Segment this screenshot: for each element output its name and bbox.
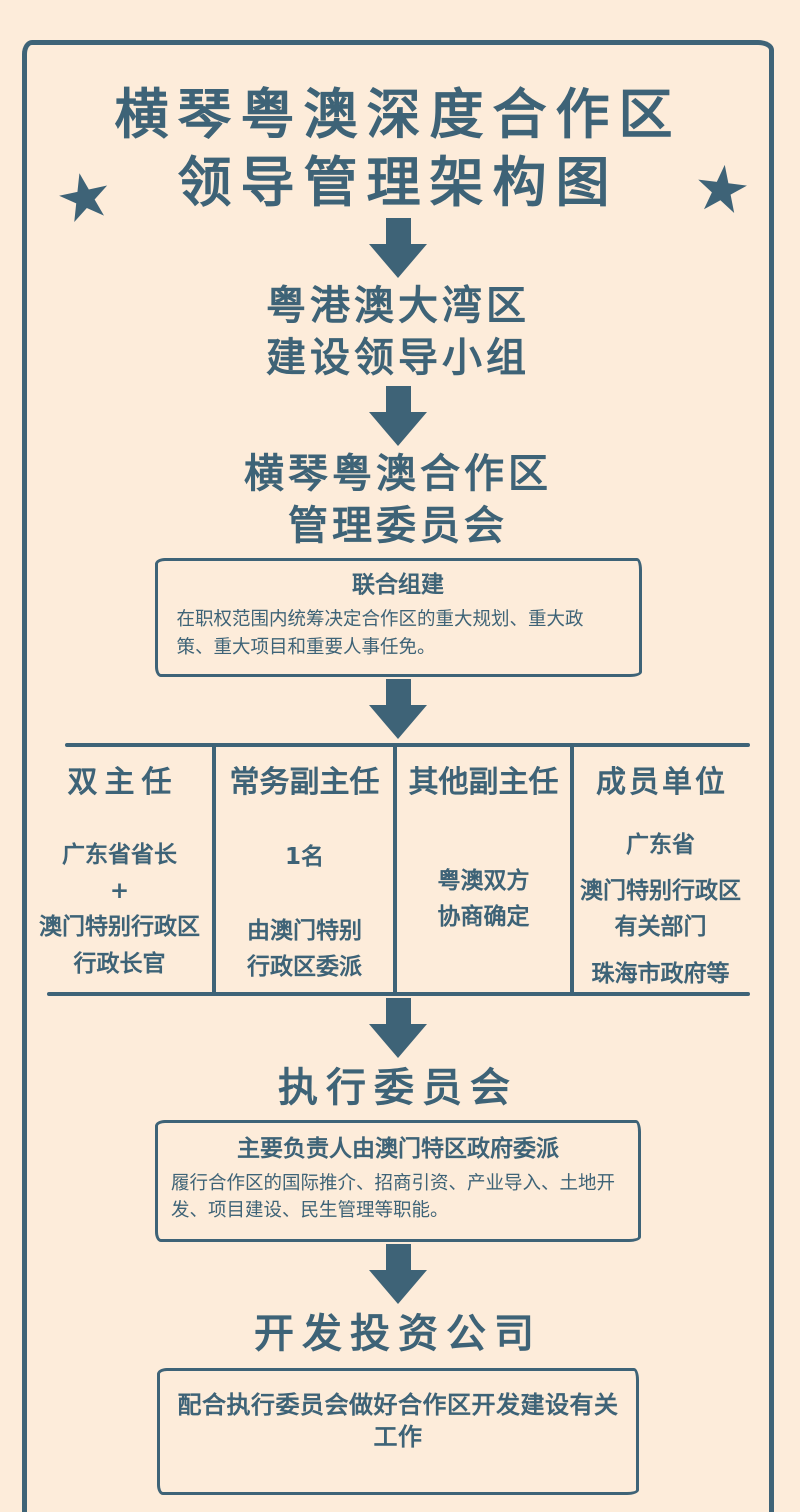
committee-composition-table: 双主任 广东省省长 + 澳门特别行政区 行政长官 常务副主任 1名 由澳门特别 …: [27, 742, 750, 996]
mgmt-committee-line1: 横琴粤澳合作区: [244, 451, 552, 497]
node-executive-committee: 执行委员会: [278, 1064, 518, 1111]
table-cell: 珠海市政府等: [591, 960, 730, 987]
arrow-head: [369, 1023, 427, 1058]
flowchart: 横琴粤澳深度合作区 领导管理架构图 粤港澳大湾区 建设领导小组 横琴粤澳合作区 …: [27, 45, 769, 1498]
arrow-head: [369, 1270, 427, 1305]
arrow-stem: [385, 997, 411, 1024]
column-body: 粤澳双方 协商确定: [397, 863, 570, 936]
table-cell: 由澳门特别: [247, 917, 362, 944]
down-arrow-icon: [369, 218, 427, 278]
arrow-stem: [385, 386, 411, 412]
page-title-line2: 领导管理架构图: [177, 150, 619, 214]
table-column-member-units: 成员单位 广东省 澳门特别行政区 有关部门 珠海市政府等: [570, 742, 747, 996]
gba-group-line2: 建设领导小组: [266, 335, 530, 381]
table-cell: 广东省省长: [62, 841, 177, 868]
down-arrow-icon: [369, 1244, 427, 1305]
joint-formation-box: 联合组建 在职权范围内统筹决定合作区的重大规划、重大政策、重大项目和重要人事任免…: [154, 558, 642, 677]
development-company-title: 配合执行委员会做好合作区开发建设有关工作: [177, 1391, 619, 1452]
table-cell: 有关部门: [614, 914, 707, 941]
table-column-other-deputy-directors: 其他副主任 粤澳双方 协商确定: [393, 742, 570, 996]
column-header: 其他副主任: [408, 764, 559, 800]
table-cell: 行政区委派: [247, 954, 362, 981]
table-cell: 广东省: [626, 831, 695, 858]
joint-formation-body: 在职权范围内统筹决定合作区的重大规划、重大政策、重大项目和重要人事任免。: [176, 609, 584, 658]
down-arrow-icon: [369, 386, 427, 446]
table-cell: 澳门特别行政区: [39, 914, 200, 941]
column-body: 广东省 澳门特别行政区 有关部门 珠海市政府等: [574, 827, 747, 992]
column-header: 常务副主任: [229, 764, 380, 800]
column-body: 广东省省长 + 澳门特别行政区 行政长官: [27, 837, 212, 982]
table-cell: 1名: [284, 843, 324, 870]
arrow-stem: [385, 1244, 411, 1271]
arrow-head: [369, 412, 427, 446]
column-header: 双主任: [67, 764, 179, 800]
development-company-box: 配合执行委员会做好合作区开发建设有关工作: [157, 1368, 639, 1495]
down-arrow-icon: [369, 678, 427, 739]
table-column-executive-deputy-director: 常务副主任 1名 由澳门特别 行政区委派: [212, 742, 393, 996]
column-header: 成员单位: [596, 764, 728, 800]
page-title-line1: 横琴粤澳深度合作区: [114, 83, 682, 146]
arrow-stem: [385, 218, 411, 244]
table-cell: 澳门特别行政区: [580, 877, 741, 904]
table-cell: 粤澳双方: [437, 867, 530, 894]
table-cell: +: [109, 877, 130, 904]
table-cell: 协商确定: [437, 903, 530, 930]
executive-committee-title: 主要负责人由澳门特区政府委派: [237, 1135, 559, 1162]
table-column-dual-directors: 双主任 广东省省长 + 澳门特别行政区 行政长官: [27, 743, 212, 996]
arrow-stem: [385, 678, 411, 705]
executive-committee-box: 主要负责人由澳门特区政府委派 履行合作区的国际推介、招商引资、产业导入、土地开发…: [155, 1119, 641, 1243]
table-cell: 行政长官: [73, 950, 166, 977]
executive-committee-body: 履行合作区的国际推介、招商引资、产业导入、土地开发、项目建设、民生管理等职能。: [171, 1172, 616, 1222]
node-gba-leading-group: 粤港澳大湾区 建设领导小组: [266, 280, 530, 384]
node-management-committee: 横琴粤澳合作区 管理委员会: [244, 448, 552, 552]
column-body: 1名 由澳门特别 行政区委派: [216, 839, 393, 986]
joint-formation-title: 联合组建: [352, 572, 444, 598]
node-development-investment-company: 开发投资公司: [254, 1311, 542, 1358]
mgmt-committee-line2: 管理委员会: [288, 503, 508, 549]
arrow-head: [369, 244, 427, 278]
arrow-head: [369, 704, 427, 739]
gba-group-line1: 粤港澳大湾区: [266, 283, 530, 329]
page-title: 横琴粤澳深度合作区 领导管理架构图: [115, 81, 682, 216]
down-arrow-icon: [369, 997, 427, 1058]
